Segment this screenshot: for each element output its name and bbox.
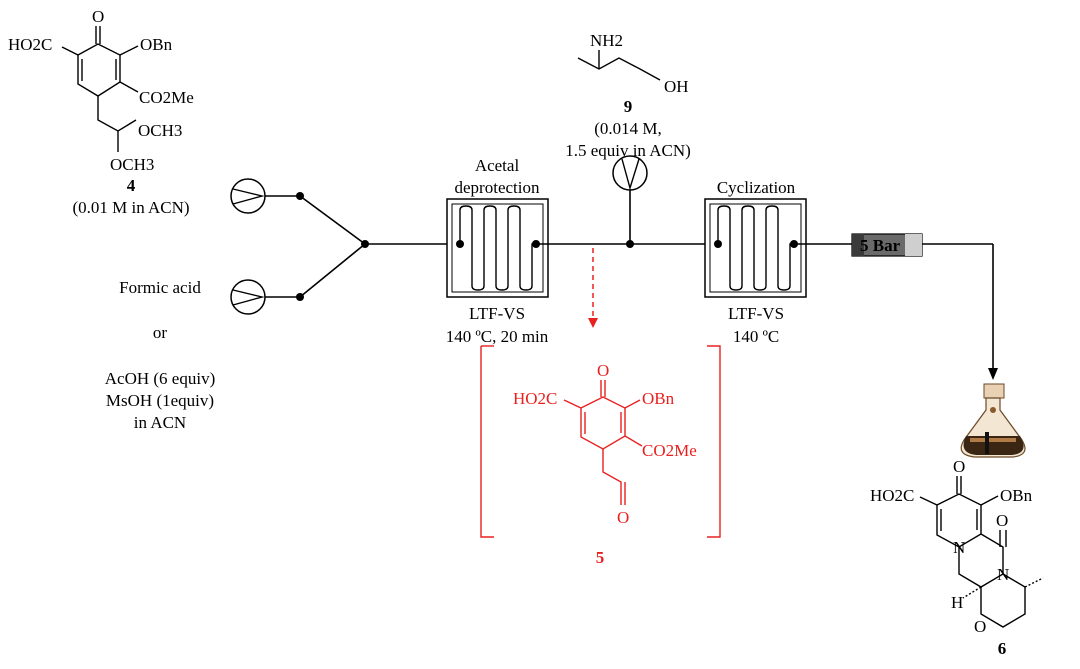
sampling-arrow <box>588 248 598 328</box>
compound-9-conditions-2: 1.5 equiv in ACN) <box>565 141 691 160</box>
c4-och3-a-label: OCH3 <box>138 121 182 140</box>
p6-ho2c-label: HO2C <box>870 486 914 505</box>
c4-och3-b-label: OCH3 <box>110 155 154 174</box>
svg-text:Formic acid: Formic acid <box>119 278 201 297</box>
c4-co2me-label: CO2Me <box>139 88 194 107</box>
reactor1-conditions: 140 ºC, 20 min <box>446 327 549 346</box>
c9-oh-label: OH <box>664 77 689 96</box>
p6-oxo-label: O <box>953 457 965 476</box>
reactor-cyclization: Cyclization LTF-VS 140 ºC <box>704 178 807 346</box>
p6-lactam-o-label: O <box>996 511 1008 530</box>
p6-obn-label: OBn <box>1000 486 1033 505</box>
pump-1 <box>230 178 266 214</box>
p6-o-ring-label: O <box>974 617 986 636</box>
reactor-acetal-deprotection: Acetal deprotection LTF-VS 140 ºC, 20 mi… <box>446 156 549 346</box>
back-pressure-regulator: 5 Bar <box>851 233 923 257</box>
t-mixer-2 <box>626 240 634 248</box>
reactor2-title: Cyclization <box>717 178 796 197</box>
intermediate-5-number: 5 <box>596 548 605 567</box>
c9-nh2-label: NH2 <box>590 31 623 50</box>
reactor2-type: LTF-VS <box>728 304 784 323</box>
collection-flask-icon <box>960 383 1026 458</box>
p6-n1-label: N <box>953 538 965 557</box>
bpr-label: 5 Bar <box>860 236 901 255</box>
c4-oxo-label: O <box>92 7 104 26</box>
product-6-number: 6 <box>998 639 1007 658</box>
reactor1-title-2: deprotection <box>455 178 540 197</box>
i5-ho2c-label: HO2C <box>513 389 557 408</box>
svg-text:MsOH (1equiv): MsOH (1equiv) <box>106 391 214 410</box>
compound-4-number: 4 <box>127 176 136 195</box>
c4-ho2c-label: HO2C <box>8 35 52 54</box>
p6-n2-label: N <box>997 565 1009 584</box>
compound-4-conditions: (0.01 M in ACN) <box>72 198 189 217</box>
compound-9-structure: NH2 OH 9 (0.014 M, 1.5 equiv in ACN) <box>565 31 691 160</box>
reactor1-type: LTF-VS <box>469 304 525 323</box>
compound-9-conditions-1: (0.014 M, <box>594 119 662 138</box>
i5-co2me-label: CO2Me <box>642 441 697 460</box>
reactor1-title-1: Acetal <box>475 156 520 175</box>
svg-text:or: or <box>153 323 168 342</box>
i5-aldehyde-o-label: O <box>617 508 629 527</box>
i5-obn-label: OBn <box>642 389 675 408</box>
pump-3 <box>612 155 648 191</box>
reactor2-conditions: 140 ºC <box>733 327 779 346</box>
intermediate-5-structure: HO2C O OBn CO2Me O 5 <box>480 345 721 567</box>
svg-text:AcOH (6 equiv): AcOH (6 equiv) <box>105 369 215 388</box>
i5-oxo-label: O <box>597 361 609 380</box>
compound-4-structure: HO2C O OBn CO2Me OCH3 OCH3 4 (0.01 M in … <box>8 7 194 217</box>
acid-feed-text: Formic acid or AcOH (6 equiv) MsOH (1equ… <box>105 278 215 432</box>
p6-h-label: H <box>951 593 963 612</box>
pump-2 <box>230 279 266 315</box>
compound-9-number: 9 <box>624 97 633 116</box>
c4-obn-label: OBn <box>140 35 173 54</box>
svg-text:in ACN: in ACN <box>134 413 186 432</box>
product-6-structure: HO2C O OBn O N N H O 6 <box>870 457 1044 658</box>
